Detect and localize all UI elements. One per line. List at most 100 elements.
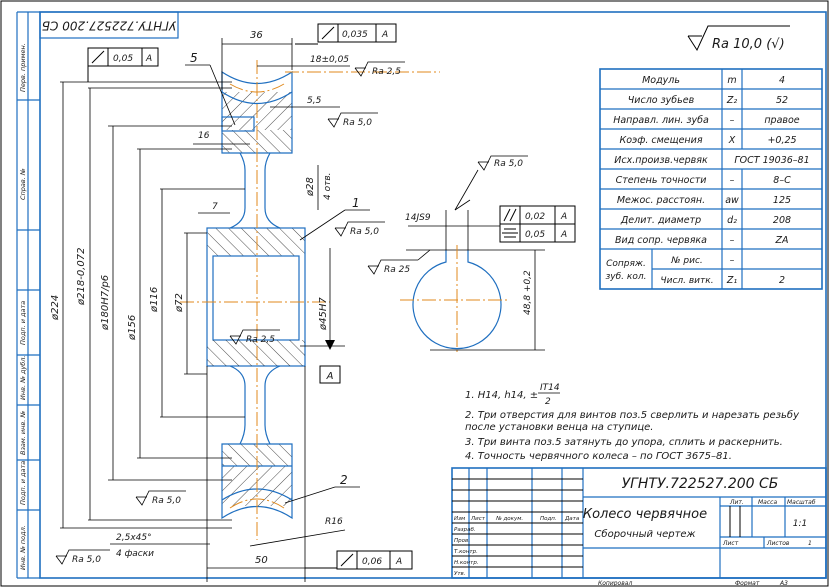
side-label-orig-inv: Инв. № подл. <box>19 525 27 570</box>
roughness-marks: Ra 2,5 Ra 5,0 Ra 5,0 Ra 2,5 Ra 5,0 Ra 5,… <box>55 61 528 565</box>
note-3: 3. Три винта поз.5 затянуть до упора, сп… <box>465 437 783 448</box>
dim-d218: ø218-0,072 <box>76 248 87 306</box>
dim-w36: 36 <box>250 30 263 41</box>
tolerance-frame-5: 0,06 A <box>305 550 413 570</box>
params-value: 4 <box>779 75 785 86</box>
note-2-line-1: 2. Три отверстия для винтов поз.5 сверли… <box>465 409 800 421</box>
dim-keyway-width: 14JS9 <box>405 213 431 223</box>
params-value: 52 <box>776 95 788 106</box>
svg-text:A: A <box>145 54 152 64</box>
params-value: ZA <box>774 235 788 246</box>
technical-notes: 1. H14, h14, ± IT14 2 2. Три отверстия д… <box>465 383 800 462</box>
params-symbol: aw <box>725 195 739 206</box>
dim-d45: ø45H7 <box>318 297 329 331</box>
svg-text:A: A <box>395 557 402 567</box>
tolerance-frames: 0,05 A 0,035 A 0,02 A 0,05 A <box>87 23 576 570</box>
top-stamp-code: УГНТУ.722527.200 СБ <box>42 19 176 33</box>
note-2-line-2: после установки венца на ступице. <box>465 422 653 433</box>
dim-d116: ø116 <box>149 287 160 313</box>
role-tech-control: Т.контр. <box>454 549 478 555</box>
tolerance-frame-4: 0,05 A <box>499 223 576 243</box>
params-label: Направл. лин. зуба <box>613 115 709 126</box>
params-label: Степень точности <box>616 175 707 186</box>
roughness-mark-5: Ra 5,0 <box>152 496 181 506</box>
diameter-dimensions: ø224 ø218-0,072 ø180H7/p6 ø156 ø116 ø72 … <box>50 81 345 529</box>
params-symbol: – <box>730 235 735 246</box>
svg-text:0,035: 0,035 <box>342 30 368 40</box>
roughness-mark-7: Ra 5,0 <box>494 159 523 169</box>
tolerance-frame-3: 0,02 A <box>499 205 576 225</box>
col-header-sheet: Лист <box>470 516 486 522</box>
svg-text:0,06: 0,06 <box>362 557 382 567</box>
dim-chamfer: 2,5x45° <box>116 533 152 543</box>
mating-symbol: Z₁ <box>726 275 738 286</box>
params-label: Коэф. смещения <box>619 135 702 146</box>
dim-d72: ø72 <box>174 293 185 313</box>
dim-keyway-depth: 48,8 +0,2 <box>523 270 533 315</box>
roughness-mark-8: Ra 25 <box>384 265 410 275</box>
sheets-label: Листов <box>766 540 790 547</box>
sheet-label: Лист <box>722 540 739 547</box>
note-4: 4. Точность червячного колеса – по ГОСТ … <box>465 451 732 462</box>
col-header-date: Дата <box>564 516 580 522</box>
scale-label: Масштаб <box>787 499 816 506</box>
dim-r16: R16 <box>325 517 343 527</box>
dim-w5-5: 5,5 <box>307 96 322 106</box>
params-value: ГОСТ 19036–81 <box>734 155 809 166</box>
dim-w7: 7 <box>212 202 218 212</box>
keyway-view: 14JS9 48,8 +0,2 <box>400 169 545 355</box>
params-row: Межос. расстоян. aw 125 <box>617 195 791 206</box>
mating-group-label-2: зуб. кол. <box>606 272 647 282</box>
position-5: 5 <box>190 51 198 65</box>
title-doc-type: Сборочный чертеж <box>594 528 695 540</box>
params-value: +0,25 <box>767 135 796 146</box>
format-value: A3 <box>779 580 788 587</box>
scale-value: 1:1 <box>793 519 807 529</box>
wheel-section-view <box>180 60 440 540</box>
role-norm-control: Н.контр. <box>454 560 479 566</box>
note-1-prefix: 1. H14, h14, ± <box>465 390 538 401</box>
svg-text:0,05: 0,05 <box>113 54 133 64</box>
roughness-mark-6: Ra 5,0 <box>72 555 101 565</box>
svg-text:0,02: 0,02 <box>525 212 545 222</box>
datum-a-label: A <box>326 371 334 382</box>
mating-label: № рис. <box>670 256 703 266</box>
roughness-mark-3: Ra 5,0 <box>350 227 379 237</box>
mating-value: 2 <box>779 275 785 286</box>
hub-bottom-hatch <box>222 444 292 466</box>
col-header-change: Изм <box>454 516 465 522</box>
params-row: Направл. лин. зуба–правое <box>613 115 800 126</box>
mating-symbol: – <box>730 255 735 266</box>
col-header-doc-no: № докум. <box>495 516 523 522</box>
top-dimensions: 36 18±0,05 5,5 16 7 50 2,5x45° 4 фаски R… <box>110 30 350 582</box>
params-symbol: d₂ <box>727 215 737 226</box>
dim-chamfer-count: 4 фаски <box>116 549 154 559</box>
general-roughness: Ra 10,0 (√) <box>687 25 790 52</box>
tolerance-frame-1: 0,05 A <box>87 47 159 82</box>
params-label: Модуль <box>642 75 680 86</box>
title-name: Колесо червячное <box>583 507 707 522</box>
position-1: 1 <box>352 196 360 210</box>
side-label-first-use: Перв. примен. <box>19 43 27 92</box>
params-label: Число зубьев <box>628 95 695 106</box>
datum-a-box <box>319 365 341 384</box>
params-label: Межос. расстоян. <box>617 195 705 206</box>
role-checked: Пров. <box>454 538 470 544</box>
side-label-sign-date-1: Подп. и дата <box>19 301 27 345</box>
mass-label: Масса <box>758 499 777 506</box>
svg-text:A: A <box>560 212 567 222</box>
params-row: Вид сопр. червяка–ZA <box>615 235 788 246</box>
position-callouts: 5 1 2 <box>185 51 370 504</box>
params-value: 8–С <box>773 175 791 186</box>
title-doc-code: УГНТУ.722527.200 СБ <box>622 476 779 492</box>
format-label: Формат <box>735 580 760 587</box>
hub-lower-hatch <box>207 340 305 366</box>
side-label-sign-date-2: Подп. и дата <box>19 461 27 505</box>
params-value: 125 <box>773 195 791 206</box>
dim-d180: ø180H7/p6 <box>100 275 111 331</box>
